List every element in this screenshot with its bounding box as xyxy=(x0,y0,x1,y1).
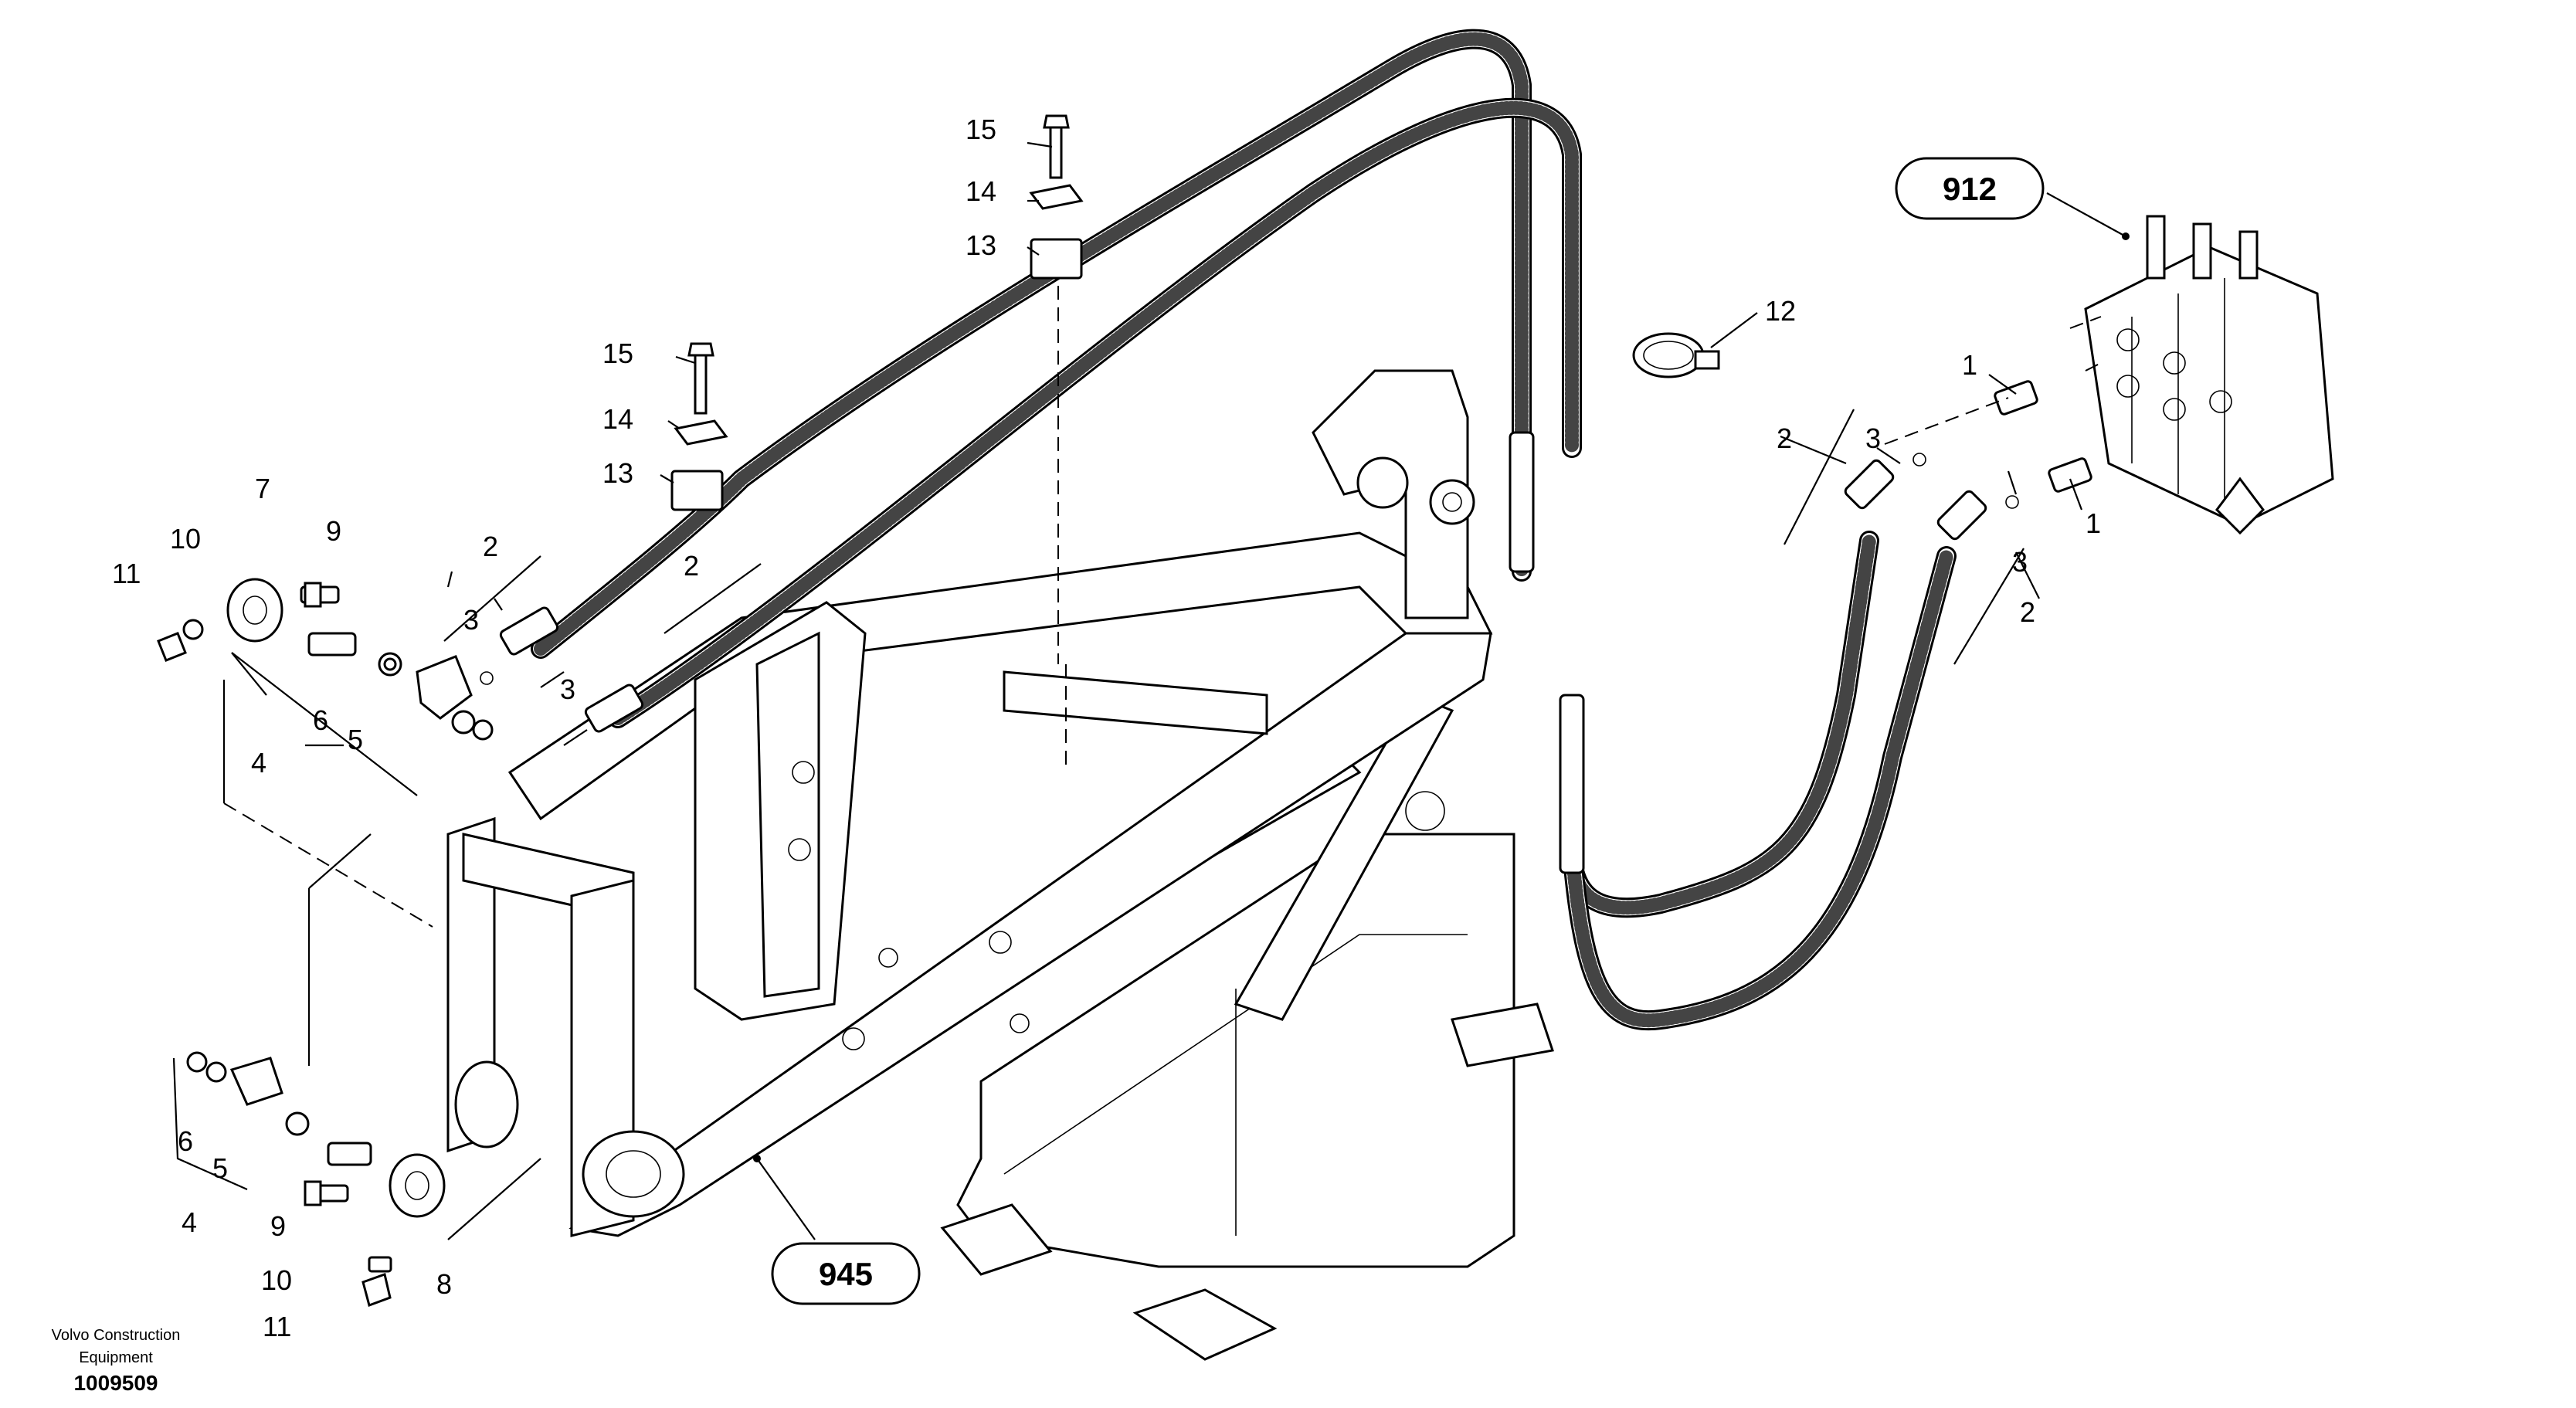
label-11-lower: 11 xyxy=(263,1311,291,1342)
label-6-lower: 6 xyxy=(178,1125,193,1157)
label-10-lower: 10 xyxy=(261,1264,292,1296)
label-13-lower: 13 xyxy=(602,457,633,489)
label-2-right-b: 2 xyxy=(2020,596,2035,628)
label-14-lower: 14 xyxy=(602,403,633,435)
label-3-left-a: 3 xyxy=(463,604,479,636)
cylinder-fitting-lower xyxy=(186,1051,446,1307)
hose-clamp-upper xyxy=(1029,114,1084,664)
leader-lines xyxy=(172,141,2130,1240)
label-3-left-b: 3 xyxy=(560,673,575,705)
label-1-lower: 1 xyxy=(2086,507,2101,539)
label-9-lower: 9 xyxy=(270,1210,286,1242)
label-3-right-a: 3 xyxy=(1865,422,1881,454)
label-5-upper: 5 xyxy=(348,724,363,755)
label-10-upper: 10 xyxy=(170,523,201,555)
assembly-badge-912: 912 xyxy=(1895,157,2045,220)
label-2-left-a: 2 xyxy=(483,531,498,562)
label-5-lower: 5 xyxy=(212,1152,228,1184)
hose-ring-clamp xyxy=(1632,332,1720,378)
hose-clamp-lower xyxy=(670,342,728,511)
footer-brand-line2: Equipment xyxy=(79,1349,153,1366)
label-8: 8 xyxy=(436,1268,452,1300)
label-15-upper: 15 xyxy=(966,114,996,145)
badge-912-text: 912 xyxy=(1943,171,1997,207)
control-valve xyxy=(2084,215,2334,535)
label-4-upper: 4 xyxy=(251,747,266,779)
label-1-upper: 1 xyxy=(1962,349,1977,381)
label-14-upper: 14 xyxy=(966,175,996,207)
label-15-lower: 15 xyxy=(602,338,633,369)
loader-frame xyxy=(446,369,1554,1361)
label-11-upper: 11 xyxy=(112,558,141,589)
cylinder-fitting-upper xyxy=(157,578,494,741)
adapter-fitting-lower xyxy=(2048,457,2092,493)
label-6-upper: 6 xyxy=(313,704,328,736)
badge-945-text: 945 xyxy=(819,1256,873,1292)
footer-credit: Volvo Construction Equipment 1009509 xyxy=(52,1327,181,1395)
label-2-left-b: 2 xyxy=(684,550,699,582)
footer-drawing-number: 1009509 xyxy=(73,1371,158,1395)
label-3-right-b: 3 xyxy=(2012,546,2028,578)
label-9-upper: 9 xyxy=(326,515,341,547)
label-13-upper: 13 xyxy=(966,229,996,261)
label-4-lower: 4 xyxy=(182,1206,197,1238)
label-7: 7 xyxy=(255,473,270,504)
label-12: 12 xyxy=(1765,295,1796,327)
callout-labels: 15 14 13 15 14 13 12 7 9 10 11 6 5 4 2 3… xyxy=(112,114,2101,1342)
footer-brand-line1: Volvo Construction xyxy=(52,1327,181,1344)
assembly-badge-945: 945 xyxy=(771,1242,921,1305)
adapter-fitting-upper xyxy=(1994,380,2038,416)
label-2-right-a: 2 xyxy=(1777,422,1792,454)
